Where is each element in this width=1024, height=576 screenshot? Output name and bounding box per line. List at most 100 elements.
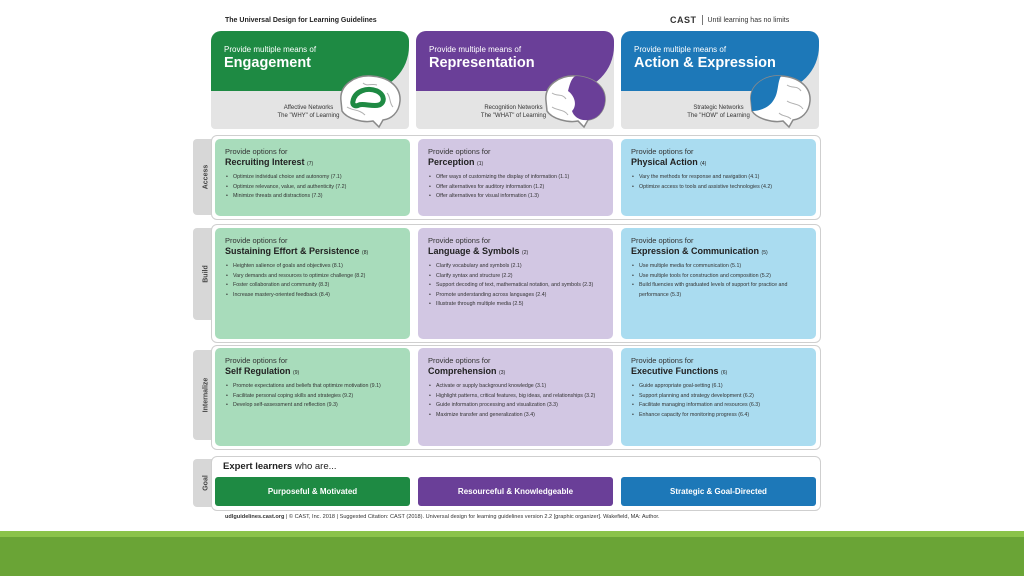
header-pre: Provide multiple means of	[224, 45, 317, 54]
header-pre: Provide multiple means of	[634, 45, 727, 54]
brand-name: CAST	[670, 15, 697, 25]
network-subtitle: The "HOW" of Learning	[687, 113, 750, 120]
cast-logo: CAST Until learning has no limits	[670, 15, 789, 25]
goal-purposeful-motivated: Purposeful & Motivated	[215, 477, 410, 506]
guideline-item: Offer alternatives for visual informatio…	[429, 192, 603, 202]
guideline-item: Heighten salience of goals and objective…	[226, 262, 400, 272]
cell-pre: Provide options for	[225, 356, 288, 365]
cell-comprehension: Provide options for Comprehension (3) Ac…	[418, 348, 613, 446]
guideline-item: Promote understanding across languages (…	[429, 291, 603, 301]
cell-title: Physical Action (4)	[631, 157, 707, 167]
cell-title: Comprehension (3)	[428, 366, 506, 376]
cell-self-regulation: Provide options for Self Regulation (9) …	[215, 348, 410, 446]
network-subtitle: The "WHY" of Learning	[277, 113, 340, 120]
guideline-item: Clarify vocabulary and symbols (2.1)	[429, 262, 603, 272]
cell-pre: Provide options for	[225, 147, 288, 156]
header-representation: Provide multiple means of Representation…	[416, 31, 614, 129]
cell-title: Perception (1)	[428, 157, 484, 167]
cell-pre: Provide options for	[428, 356, 491, 365]
brand-tagline: Until learning has no limits	[707, 16, 790, 24]
guideline-item: Support planning and strategy developmen…	[632, 392, 806, 402]
cell-language-symbols: Provide options for Language & Symbols (…	[418, 228, 613, 339]
network-name: Strategic Networks	[693, 105, 744, 111]
guideline-list: Promote expectations and beliefs that op…	[225, 382, 400, 411]
network-label: Affective Networks The "WHY" of Learning	[271, 104, 346, 121]
guideline-item: Optimize access to tools and assistive t…	[632, 183, 806, 193]
cell-recruiting-interest: Provide options for Recruiting Interest …	[215, 139, 410, 216]
guideline-item: Clarify syntax and structure (2.2)	[429, 272, 603, 282]
guideline-item: Guide appropriate goal-setting (6.1)	[632, 382, 806, 392]
goal-resourceful-knowledgeable: Resourceful & Knowledgeable	[418, 477, 613, 506]
cell-title: Sustaining Effort & Persistence (8)	[225, 246, 369, 256]
guideline-item: Vary the methods for response and naviga…	[632, 173, 806, 183]
guideline-list: Optimize individual choice and autonomy …	[225, 173, 400, 202]
header-title: Engagement	[224, 55, 312, 71]
cell-pre: Provide options for	[428, 147, 491, 156]
guideline-item: Facilitate managing information and reso…	[632, 401, 806, 411]
guideline-list: Guide appropriate goal-setting (6.1) Sup…	[631, 382, 806, 420]
cell-executive-functions: Provide options for Executive Functions …	[621, 348, 816, 446]
network-name: Recognition Networks	[484, 105, 543, 111]
guideline-list: Use multiple media for communication (5.…	[631, 262, 806, 300]
guideline-item: Foster collaboration and community (8.3)	[226, 281, 400, 291]
brain-icon	[545, 75, 606, 129]
guideline-item: Offer ways of customizing the display of…	[429, 173, 603, 183]
header-engagement: Provide multiple means of Engagement Aff…	[211, 31, 409, 129]
cell-title: Expression & Communication (5)	[631, 246, 768, 256]
guideline-item: Develop self-assessment and reflection (…	[226, 401, 400, 411]
network-label: Strategic Networks The "HOW" of Learning	[681, 104, 756, 121]
guideline-item: Highlight patterns, critical features, b…	[429, 392, 603, 402]
goal-strategic-goal-directed: Strategic & Goal-Directed	[621, 477, 816, 506]
guideline-item: Minimize threats and distractions (7.3)	[226, 192, 400, 202]
header-pre: Provide multiple means of	[429, 45, 522, 54]
guideline-item: Optimize individual choice and autonomy …	[226, 173, 400, 183]
bottom-bar	[0, 537, 1024, 576]
cell-perception: Provide options for Perception (1) Offer…	[418, 139, 613, 216]
guideline-item: Promote expectations and beliefs that op…	[226, 382, 400, 392]
cell-title: Executive Functions (6)	[631, 366, 728, 376]
cell-physical-action: Provide options for Physical Action (4) …	[621, 139, 816, 216]
guideline-list: Clarify vocabulary and symbols (2.1) Cla…	[428, 262, 603, 310]
guideline-item: Support decoding of text, mathematical n…	[429, 281, 603, 291]
network-subtitle: The "WHAT" of Learning	[480, 113, 547, 120]
guideline-list: Activate or supply background knowledge …	[428, 382, 603, 420]
guideline-item: Maximize transfer and generalization (3.…	[429, 411, 603, 421]
brain-icon	[340, 75, 401, 129]
cell-expression-communication: Provide options for Expression & Communi…	[621, 228, 816, 339]
goal-heading: Expert learners who are...	[223, 461, 337, 472]
guideline-list: Vary the methods for response and naviga…	[631, 173, 806, 192]
header-action-expression: Provide multiple means of Action & Expre…	[621, 31, 819, 129]
cell-title: Self Regulation (9)	[225, 366, 300, 376]
network-label: Recognition Networks The "WHAT" of Learn…	[476, 104, 551, 121]
cell-pre: Provide options for	[225, 236, 288, 245]
network-name: Affective Networks	[283, 105, 334, 111]
footer-site: udlguidelines.cast.org	[225, 514, 285, 520]
footer-citation: | © CAST, Inc. 2018 | Suggested Citation…	[284, 514, 660, 520]
bottom-accent-bar	[0, 531, 1024, 537]
header-title: Action & Expression	[634, 55, 776, 71]
cell-title: Language & Symbols (2)	[428, 246, 529, 256]
guideline-item: Increase mastery-oriented feedback (8.4)	[226, 291, 400, 301]
guideline-item: Enhance capacity for monitoring progress…	[632, 411, 806, 421]
guideline-item: Offer alternatives for auditory informat…	[429, 183, 603, 193]
header-title: Representation	[429, 55, 535, 71]
document-title: The Universal Design for Learning Guidel…	[225, 17, 377, 24]
guideline-list: Offer ways of customizing the display of…	[428, 173, 603, 202]
guideline-item: Use multiple tools for construction and …	[632, 272, 806, 282]
guideline-item: Facilitate personal coping skills and st…	[226, 392, 400, 402]
citation-footer: udlguidelines.cast.org | © CAST, Inc. 20…	[225, 514, 660, 520]
cell-title: Recruiting Interest (7)	[225, 157, 314, 167]
guideline-item: Guide information processing and visuali…	[429, 401, 603, 411]
logo-divider	[701, 15, 703, 25]
guideline-item: Optimize relevance, value, and authentic…	[226, 183, 400, 193]
guideline-item: Activate or supply background knowledge …	[429, 382, 603, 392]
guideline-item: Illustrate through multiple media (2.5)	[429, 300, 603, 310]
guideline-item: Use multiple media for communication (5.…	[632, 262, 806, 272]
cell-pre: Provide options for	[631, 236, 694, 245]
guideline-item: Vary demands and resources to optimize c…	[226, 272, 400, 282]
cell-pre: Provide options for	[428, 236, 491, 245]
cell-pre: Provide options for	[631, 356, 694, 365]
cell-pre: Provide options for	[631, 147, 694, 156]
guideline-list: Heighten salience of goals and objective…	[225, 262, 400, 300]
cell-sustaining-effort: Provide options for Sustaining Effort & …	[215, 228, 410, 339]
